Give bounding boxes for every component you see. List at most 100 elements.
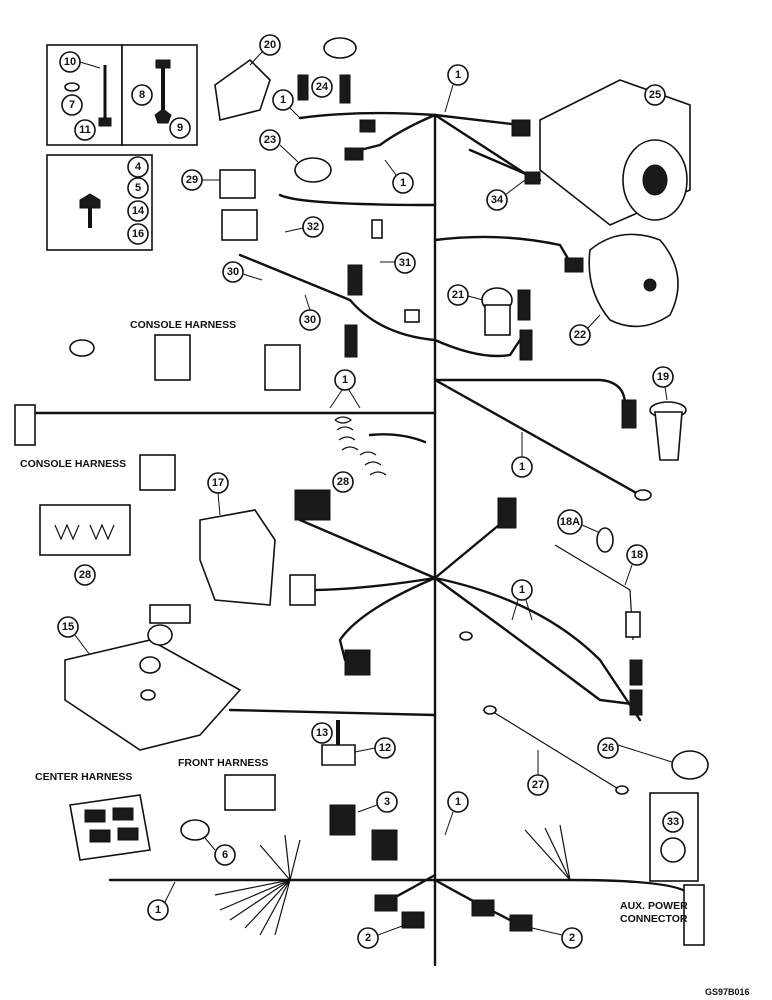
svg-text:21: 21 [452, 289, 464, 301]
callout-29: 29 [181, 169, 220, 191]
callout-8: 8 [131, 84, 153, 106]
callout-13: 13 [311, 722, 333, 744]
callout-25: 25 [644, 84, 666, 106]
svg-text:30: 30 [227, 266, 239, 278]
svg-text:31: 31 [399, 257, 411, 269]
svg-text:1: 1 [155, 904, 161, 916]
svg-text:32: 32 [307, 221, 319, 233]
svg-text:15: 15 [62, 621, 74, 633]
callout-23: 23 [259, 129, 299, 163]
svg-text:28: 28 [337, 476, 349, 488]
svg-text:1: 1 [280, 94, 286, 106]
callout-31: 31 [380, 252, 416, 274]
callouts: 10 7 11 8 9 4 5 14 16 20 1 24 1 23 1 25 … [57, 34, 684, 949]
callout-1-mid-top: 1 [384, 159, 414, 194]
label-aux-power-line2: CONNECTOR [620, 913, 688, 925]
callout-10: 10 [59, 51, 101, 73]
label-aux-power-line1: AUX. POWER [620, 900, 688, 912]
svg-text:2: 2 [569, 932, 575, 944]
callout-18: 18 [624, 544, 648, 586]
callout-30-upper: 30 [222, 261, 263, 283]
callout-33: 33 [662, 811, 684, 833]
svg-text:3: 3 [384, 796, 390, 808]
svg-text:6: 6 [222, 849, 228, 861]
svg-text:1: 1 [519, 461, 525, 473]
callout-5: 5 [127, 177, 149, 199]
svg-text:24: 24 [316, 81, 329, 93]
callout-11: 11 [74, 119, 96, 141]
svg-text:22: 22 [574, 329, 586, 341]
svg-text:1: 1 [342, 374, 348, 386]
callout-26: 26 [597, 737, 673, 763]
component-parts [14, 37, 709, 946]
callout-9: 9 [169, 117, 191, 139]
callout-1-lower-right: 1 [444, 791, 469, 836]
svg-text:20: 20 [264, 39, 276, 51]
svg-text:14: 14 [132, 205, 145, 217]
callout-2-left: 2 [357, 924, 406, 949]
callout-19: 19 [652, 366, 674, 401]
svg-text:1: 1 [519, 584, 525, 596]
callout-24: 24 [311, 76, 333, 98]
callout-12: 12 [354, 737, 396, 759]
callout-20: 20 [249, 34, 281, 66]
svg-text:30: 30 [304, 314, 316, 326]
svg-text:18A: 18A [560, 516, 580, 528]
svg-text:1: 1 [400, 177, 406, 189]
svg-text:27: 27 [532, 779, 544, 791]
svg-text:17: 17 [212, 477, 224, 489]
svg-text:2: 2 [365, 932, 371, 944]
callout-22: 22 [569, 314, 601, 346]
label-drawing-code: GS97B016 [705, 987, 750, 997]
callout-3: 3 [357, 791, 398, 813]
svg-text:29: 29 [186, 174, 198, 186]
svg-text:9: 9 [177, 122, 183, 134]
callout-2-right: 2 [531, 927, 583, 949]
callout-21: 21 [447, 284, 484, 306]
svg-text:34: 34 [491, 194, 504, 206]
svg-text:8: 8 [139, 89, 145, 101]
callout-6: 6 [204, 837, 236, 866]
svg-text:13: 13 [316, 727, 328, 739]
callout-28-springs: 28 [332, 471, 354, 493]
label-center-harness: CENTER HARNESS [35, 771, 132, 783]
callout-7: 7 [61, 94, 83, 116]
svg-text:5: 5 [135, 182, 141, 194]
callout-32: 32 [284, 216, 324, 238]
callout-30-lower: 30 [299, 294, 321, 331]
svg-text:10: 10 [64, 56, 76, 68]
svg-text:23: 23 [264, 134, 276, 146]
callout-1-right-mid: 1 [511, 579, 533, 621]
svg-text:16: 16 [132, 228, 144, 240]
hardware-inset-bolts [46, 44, 198, 251]
label-console-harness-bottom: CONSOLE HARNESS [20, 458, 126, 470]
label-console-harness-top: CONSOLE HARNESS [130, 319, 236, 331]
callout-1-right-upper: 1 [511, 432, 533, 478]
svg-text:28: 28 [79, 569, 91, 581]
svg-text:1: 1 [455, 69, 461, 81]
svg-text:26: 26 [602, 742, 614, 754]
callout-1-top-left: 1 [272, 89, 301, 119]
callout-16: 16 [127, 223, 149, 245]
callout-15: 15 [57, 616, 91, 656]
svg-text:18: 18 [631, 549, 643, 561]
callout-28-inset: 28 [74, 564, 96, 586]
callout-18a: 18A [557, 509, 599, 535]
svg-text:1: 1 [455, 796, 461, 808]
svg-text:19: 19 [657, 371, 669, 383]
callout-17: 17 [207, 472, 229, 516]
callout-1-bottom-left: 1 [147, 881, 176, 921]
callout-1-top-right: 1 [444, 64, 469, 113]
svg-text:11: 11 [79, 124, 91, 136]
svg-text:12: 12 [379, 742, 391, 754]
harness-labels: CONSOLE HARNESS CONSOLE HARNESS FRONT HA… [20, 319, 750, 997]
svg-text:25: 25 [649, 89, 661, 101]
label-front-harness: FRONT HARNESS [178, 757, 268, 769]
svg-text:7: 7 [69, 99, 75, 111]
callout-14: 14 [127, 200, 149, 222]
svg-text:4: 4 [135, 161, 142, 173]
svg-text:33: 33 [667, 816, 679, 828]
callout-1-console: 1 [329, 369, 361, 409]
callout-4: 4 [127, 156, 149, 178]
